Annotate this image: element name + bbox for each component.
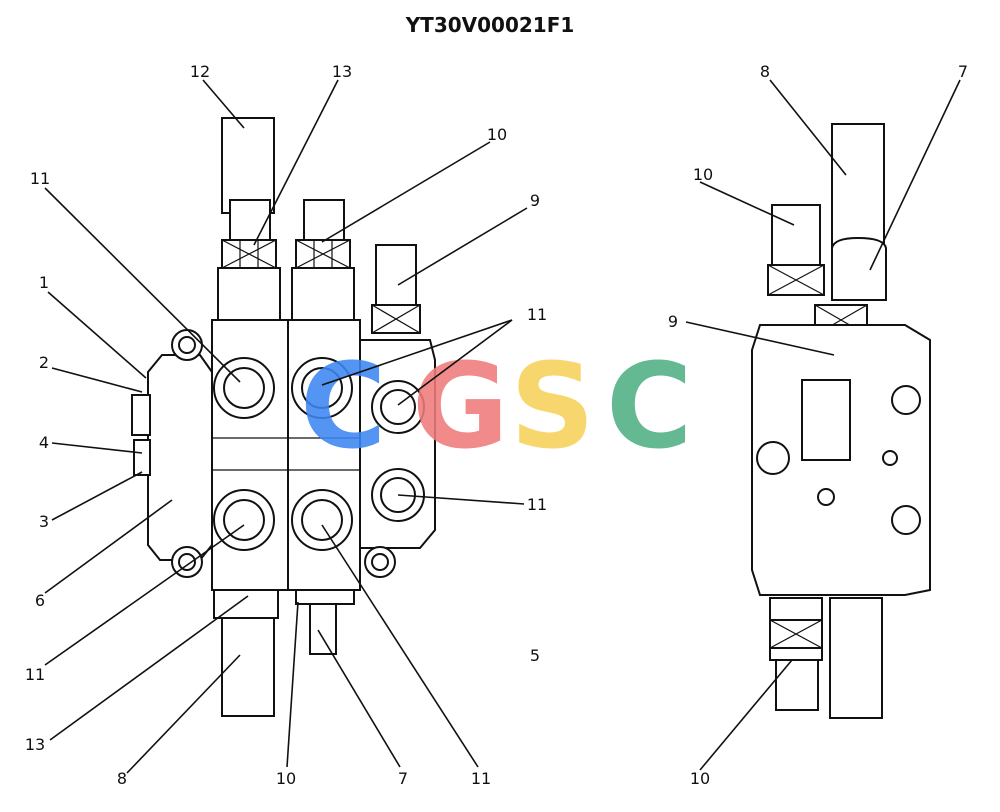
mount-hole-right-inner — [371, 553, 389, 571]
side-port-bottom — [891, 505, 921, 535]
side-port-left — [756, 441, 790, 475]
watermark-letter-1: C — [300, 337, 387, 475]
callout-1: 1 — [39, 273, 49, 292]
callout-11-bottom-left: 11 — [25, 665, 45, 684]
spool-end-8-side — [829, 597, 883, 719]
callout-3: 3 — [39, 512, 49, 531]
callout-8-bottom: 8 — [117, 769, 127, 788]
callout-6: 6 — [35, 591, 45, 610]
port-b2-inner — [301, 499, 343, 541]
spool-end-8 — [221, 617, 275, 717]
callout-12: 12 — [190, 62, 210, 81]
leader-lines — [44, 79, 961, 774]
spool-cap-bottom-2 — [295, 589, 355, 605]
mount-hole-top-inner — [178, 336, 196, 354]
relief-valve-9 — [375, 244, 417, 306]
callout-7-bottom: 7 — [398, 769, 408, 788]
callout-9: 9 — [530, 191, 540, 210]
side-port-top — [891, 385, 921, 415]
valve-cap-top-1 — [217, 267, 281, 321]
spring-cap-7-side — [831, 236, 887, 301]
callout-10-side-top: 10 — [693, 165, 713, 184]
nameplate-side — [801, 379, 851, 461]
port-b1-inner — [223, 499, 265, 541]
watermark-letter-4: C — [606, 337, 693, 475]
spool-housing-12 — [221, 117, 275, 214]
callout-11-right: 11 — [527, 495, 547, 514]
callout-5: 5 — [530, 646, 540, 665]
callout-9-side: 9 — [668, 312, 678, 331]
relief-valve-13-top — [229, 199, 271, 241]
fitting-4 — [133, 439, 151, 476]
callout-10-bottom: 10 — [276, 769, 296, 788]
side-boss-hole-2 — [882, 450, 898, 466]
front-view — [131, 117, 436, 717]
port-a2-inner — [301, 367, 343, 409]
callout-4: 4 — [39, 433, 49, 452]
callout-11-bottom: 11 — [471, 769, 491, 788]
mount-hole-bottom-inner — [178, 553, 196, 571]
callout-2: 2 — [39, 353, 49, 372]
port-a1-inner — [223, 367, 265, 409]
side-boss-hole — [817, 488, 835, 506]
watermark-letter-2: G — [412, 337, 509, 475]
callout-11-top-left: 11 — [30, 169, 50, 188]
watermark-letter-3: S — [510, 337, 595, 475]
callout-13-top: 13 — [332, 62, 352, 81]
cap-10-bottom — [775, 659, 819, 711]
valve-cap-top-2 — [291, 267, 355, 321]
diagram-title: YT30V00021F1 — [405, 13, 575, 37]
callout-labels: 12 13 10 9 11 1 2 4 3 6 11 11 5 11 13 8 … — [25, 62, 968, 788]
callout-13-bottom: 13 — [25, 735, 45, 754]
callout-10-side-bottom: 10 — [690, 769, 710, 788]
callout-11-right-top: 11 — [527, 305, 547, 324]
side-view — [751, 123, 931, 719]
callout-10-top: 10 — [487, 125, 507, 144]
callout-8-side: 8 — [760, 62, 770, 81]
fitting-2 — [131, 394, 151, 436]
watermark: C G S C — [300, 337, 693, 475]
relief-valve-10-top — [303, 199, 345, 241]
spool-end-7 — [309, 603, 337, 655]
end-cap-left — [147, 354, 213, 561]
callout-7-side: 7 — [958, 62, 968, 81]
relief-valve-10-side — [771, 204, 821, 266]
